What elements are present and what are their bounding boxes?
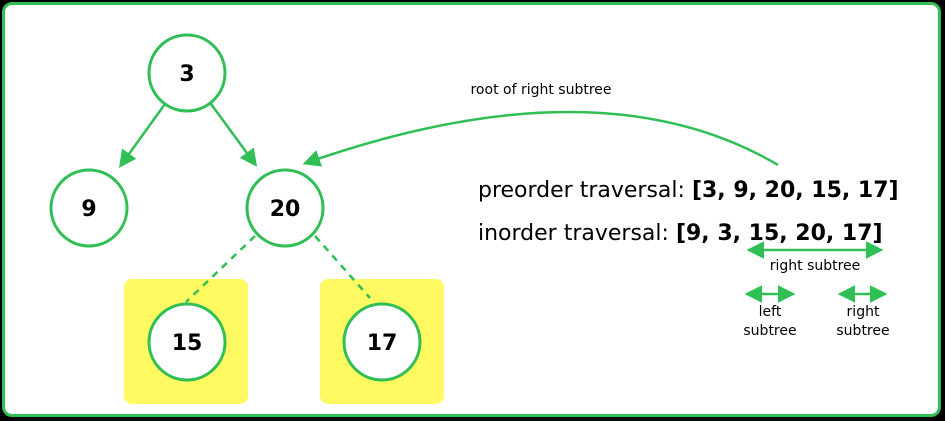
edge-3-9 [118,103,167,168]
inorder-line: inorder traversal: [9, 3, 15, 20, 17] [478,221,883,246]
arrow-label: root of right subtree [470,82,611,98]
node-label: 15 [172,331,203,356]
node-label: 20 [270,197,301,222]
left-subtree-label-1: left [759,304,782,320]
node-label: 9 [81,197,96,222]
node-15: 15 [147,302,227,382]
inner-right-subtree-label-1: right [847,304,880,320]
left-subtree-label-2: subtree [743,323,796,339]
edge-20-15 [185,235,256,303]
node-label: 3 [179,62,194,87]
inner-right-subtree-label-2: subtree [836,323,889,339]
right-subtree-arrow [302,110,779,167]
edge-20-17 [314,235,371,299]
node-3: 3 [147,33,227,113]
right-subtree-label: right subtree [770,258,861,274]
node-9: 9 [49,168,129,248]
preorder-line: preorder traversal: [3, 9, 20, 15, 17] [478,178,899,203]
edge-3-20 [209,103,258,167]
node-20: 20 [245,168,325,248]
inorder-label: inorder traversal: [478,221,676,246]
preorder-values: [3, 9, 20, 15, 17] [692,178,899,203]
preorder-label: preorder traversal: [478,178,692,203]
node-label: 17 [367,331,398,356]
inorder-values: [9, 3, 15, 20, 17] [676,221,883,246]
node-17: 17 [342,302,422,382]
